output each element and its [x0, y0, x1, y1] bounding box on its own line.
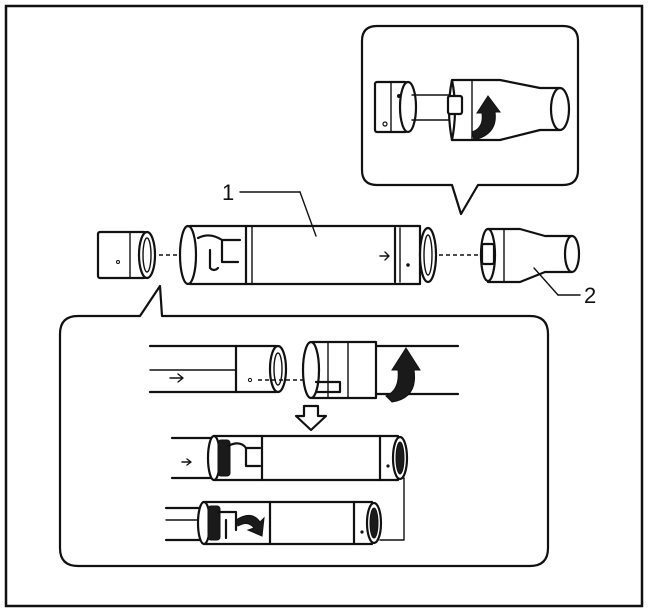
pipe-section-left: [96, 230, 157, 280]
callout-2-leader: [533, 267, 559, 296]
detail-bubble-bottom: [58, 284, 550, 568]
nozzle-part-2: [479, 227, 581, 284]
curved-arrow-icon: [385, 347, 421, 403]
curved-arrow-icon: [471, 95, 501, 141]
step-pipe-locked: [164, 500, 383, 546]
outer-border: [4, 4, 644, 608]
down-arrow-icon: [294, 404, 328, 432]
small-right-arrow-icon: [169, 373, 184, 383]
detail-bubble-top: [360, 24, 580, 216]
step-pipe-unlocked: [170, 434, 409, 482]
pipe-joint-end: [373, 80, 418, 134]
nozzle-detail: [446, 78, 571, 142]
main-pipe-part-1: [178, 224, 438, 286]
curved-arrow-icon: [235, 515, 265, 537]
callout-1-label: 1: [222, 180, 234, 205]
length-bracket: [379, 477, 405, 541]
step-insert-rotate: [148, 340, 460, 403]
callout-2-label: 2: [584, 283, 596, 308]
